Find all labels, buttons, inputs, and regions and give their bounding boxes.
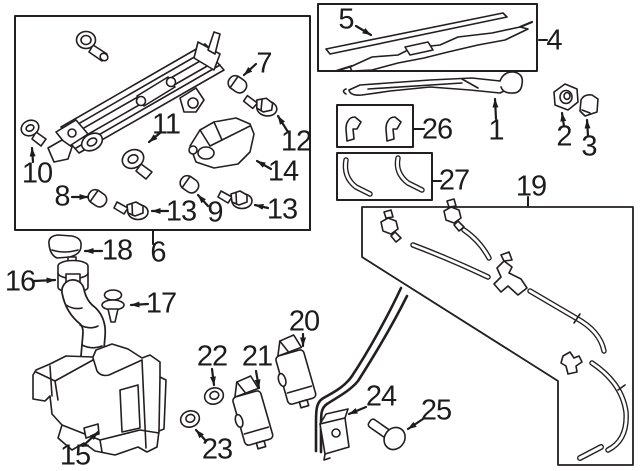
group-box-27-hoses (336, 152, 433, 201)
pump-grommet-22 (201, 384, 227, 408)
callout-24[interactable]: 24 (365, 380, 397, 413)
callout-20[interactable]: 20 (288, 305, 320, 338)
callout-25[interactable]: 25 (420, 394, 452, 427)
filler-neck (57, 256, 107, 370)
callout-15[interactable]: 15 (59, 439, 91, 471)
group-box-6-linkage (14, 15, 311, 231)
mounting-bolt (75, 30, 109, 62)
hose-straight (410, 242, 491, 280)
callout-arrows (29, 24, 591, 448)
callout-7[interactable]: 7 (256, 47, 272, 80)
callout-12[interactable]: 12 (280, 125, 312, 158)
callout-5[interactable]: 5 (338, 3, 354, 36)
callout-11[interactable]: 11 (151, 108, 181, 141)
pivot-cap-11 (121, 148, 153, 180)
callout-1[interactable]: 1 (488, 114, 504, 147)
wiper-arm (342, 71, 524, 96)
callout-14[interactable]: 14 (267, 155, 299, 188)
washer-tube-pair (314, 286, 409, 454)
washer-pump-20 (266, 332, 320, 413)
callout-4[interactable]: 4 (546, 24, 562, 57)
reservoir-clip (101, 289, 125, 323)
wiper-blade-assembly (334, 20, 534, 73)
y-connector (493, 251, 528, 296)
callout-27[interactable]: 27 (438, 164, 470, 197)
callout-2[interactable]: 2 (556, 120, 572, 153)
callout-13-right[interactable]: 13 (266, 193, 298, 226)
callout-6[interactable]: 6 (150, 236, 166, 269)
elbow-hose-left (342, 157, 373, 197)
callout-ticks (152, 39, 548, 245)
pump-grommet-23 (177, 407, 203, 431)
pump-bracket (319, 408, 350, 461)
callout-9[interactable]: 9 (207, 196, 223, 229)
pivot-cap-10 (20, 119, 47, 147)
wiper-blade-refill (325, 12, 508, 55)
callout-26[interactable]: 26 (421, 113, 453, 146)
washer-reservoir-tank (32, 343, 167, 456)
callout-16[interactable]: 16 (4, 265, 36, 298)
callout-23[interactable]: 23 (201, 433, 233, 466)
wiper-arm-cap (579, 94, 599, 117)
wiper-linkage-assembly (47, 31, 225, 163)
hose-mid (527, 288, 607, 354)
hose-end-piece (577, 444, 604, 461)
hose-right-curve (589, 360, 629, 453)
wiper-arm-nut (553, 83, 579, 111)
callout-13-left[interactable]: 13 (165, 195, 197, 228)
hose-curved-short (461, 227, 492, 261)
callout-10[interactable]: 10 (21, 157, 53, 190)
elbow-hose-right (394, 155, 425, 193)
callout-3[interactable]: 3 (581, 130, 597, 163)
washer-hose-set (380, 198, 629, 461)
callout-22[interactable]: 22 (196, 340, 228, 373)
callout-18[interactable]: 18 (101, 234, 133, 267)
bracket-bolt (367, 418, 406, 451)
reservoir-cap (48, 234, 82, 259)
group-polygon-19-hose-set (361, 206, 634, 466)
callout-21[interactable]: 21 (241, 340, 273, 373)
washer-pump-21 (223, 373, 277, 454)
callout-17[interactable]: 17 (145, 287, 177, 320)
wiper-motor (188, 117, 255, 169)
callout-19[interactable]: 19 (515, 170, 547, 203)
callout-8[interactable]: 8 (54, 180, 70, 213)
t-nozzle (560, 351, 583, 375)
